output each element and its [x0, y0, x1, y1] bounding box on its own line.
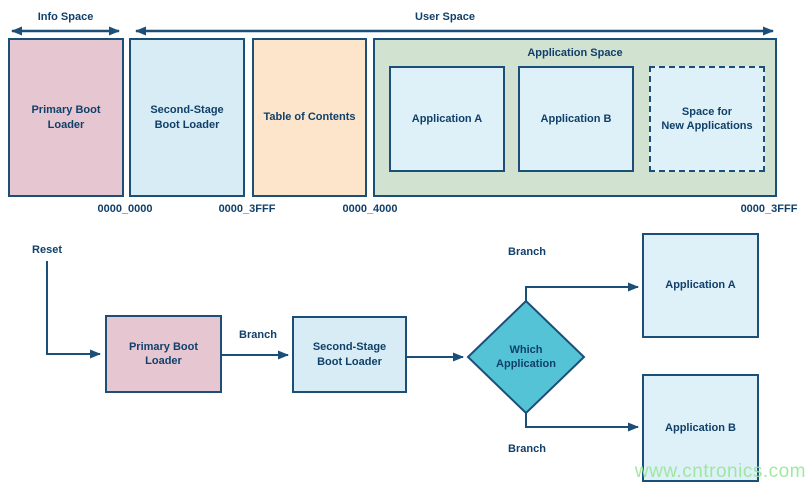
application-space-title: Application Space	[527, 47, 623, 59]
reset-connector	[46, 261, 101, 359]
memory-block-second-stage-boot-loader: Second-Stage Boot Loader	[129, 38, 245, 197]
watermark-text: www.cntronics.com	[634, 461, 806, 482]
info-space-label: Info Space	[37, 11, 94, 23]
decision-to-app-a-connector	[525, 282, 639, 302]
memory-block-application-a: Application A	[389, 66, 505, 172]
memory-block-primary-boot-loader: Primary Boot Loader	[8, 38, 124, 197]
memory-block-table-of-contents: Table of Contents	[252, 38, 367, 197]
decision-to-app-b-connector	[525, 412, 639, 432]
memory-block-space-for-new-applications: Space for New Applications	[649, 66, 765, 172]
flow-node-application-a: Application A	[642, 233, 759, 338]
branch-label-bottom: Branch	[508, 443, 546, 455]
address-0000-3fff: 0000_3FFF	[218, 203, 276, 215]
address-0000-0000: 0000_0000	[97, 203, 153, 215]
decision-diamond	[466, 299, 586, 415]
address-0000-3fff-end: 0000_3FFF	[740, 203, 798, 215]
flow-node-primary-boot-loader: Primary Boot Loader	[105, 315, 222, 393]
branch-label-mid: Branch	[239, 329, 277, 341]
application-space-container: Application Space Application A Applicat…	[373, 38, 777, 197]
flow-node-application-b: Application B	[642, 374, 759, 482]
user-space-label: User Space	[415, 11, 475, 23]
branch-label-top: Branch	[508, 246, 546, 258]
reset-label: Reset	[32, 244, 62, 256]
address-0000-4000: 0000_4000	[342, 203, 398, 215]
memory-block-application-b: Application B	[518, 66, 634, 172]
decision-diamond-label: Which Application	[496, 344, 556, 370]
flow-node-second-stage-boot-loader: Second-Stage Boot Loader	[292, 316, 407, 393]
